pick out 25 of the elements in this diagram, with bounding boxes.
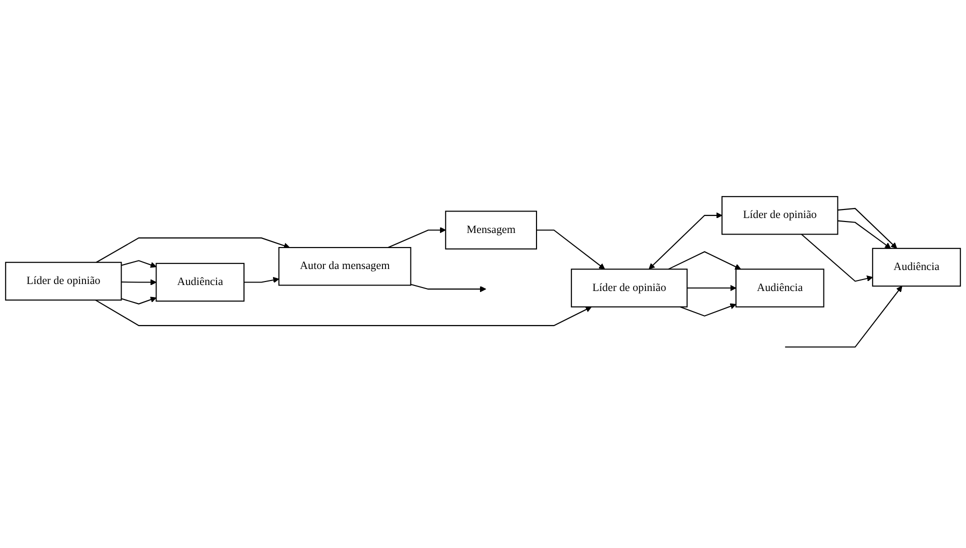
- node-box: Mensagem: [445, 210, 538, 250]
- arrow: [410, 283, 486, 292]
- arrow: [536, 229, 606, 270]
- node-box: Autor da mensagem: [278, 246, 412, 286]
- arrow: [244, 276, 280, 283]
- arrow: [838, 207, 898, 248]
- node-box: Líder de opinião: [721, 196, 838, 234]
- node-box: Líder de opinião: [570, 268, 688, 307]
- arrow: [121, 260, 156, 268]
- node-box: Audiência: [156, 262, 245, 302]
- arrow: [785, 285, 902, 348]
- arrow: [838, 220, 891, 248]
- arrow: [121, 278, 156, 285]
- arrow: [121, 296, 156, 304]
- node-box: Audiência: [735, 268, 824, 307]
- arrow: [388, 226, 446, 248]
- arrow: [96, 237, 290, 262]
- arrow: [687, 284, 736, 291]
- arrow: [95, 299, 592, 326]
- arrow: [680, 302, 736, 316]
- node-box: Líder de opinião: [5, 261, 122, 300]
- arrow: [801, 233, 873, 282]
- arrow: [648, 212, 722, 269]
- node-box: Audiência: [872, 247, 961, 286]
- arrow: [668, 250, 742, 270]
